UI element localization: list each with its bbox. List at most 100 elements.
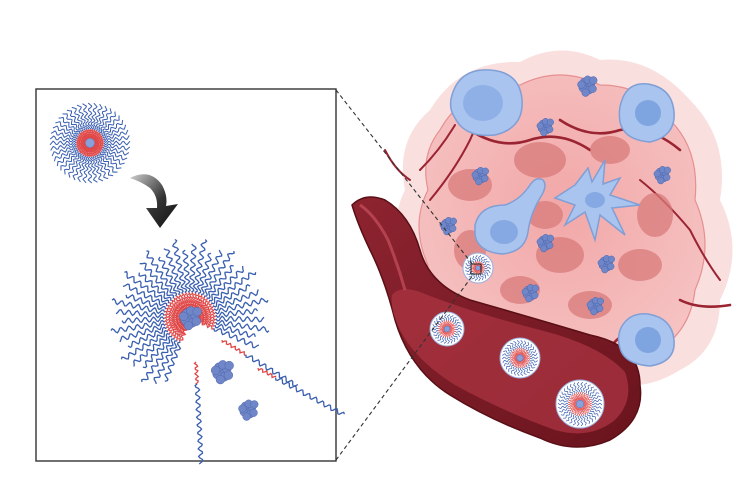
polymer-core-segment xyxy=(449,324,456,329)
polymer-core-segment xyxy=(575,392,580,401)
polymer-core-segment xyxy=(197,313,217,320)
polymer-core-segment xyxy=(449,326,457,330)
polymer-shell-segment xyxy=(526,365,533,372)
polymer-shell-segment xyxy=(215,315,265,323)
polymer-shell-segment xyxy=(192,239,208,293)
polymer-core-segment xyxy=(573,393,579,401)
polymer-shell-segment xyxy=(584,414,591,425)
polymer-shell-segment xyxy=(138,272,172,301)
tumor-cell xyxy=(590,136,630,164)
polymer-core-segment xyxy=(163,315,183,322)
polymer-core-segment xyxy=(180,292,190,311)
polymer-core-segment xyxy=(443,320,447,327)
polymer-core-segment xyxy=(581,407,587,415)
protein-aggregate xyxy=(577,75,598,97)
polymer-shell-segment xyxy=(591,402,603,406)
polymer-core-segment xyxy=(582,406,590,412)
polymer-shell-segment xyxy=(454,333,461,338)
polymer-core-segment xyxy=(571,406,577,413)
polymer-shell-segment xyxy=(212,284,251,308)
polymer-core-segment xyxy=(583,404,593,407)
polymer-core-segment xyxy=(583,400,592,405)
polymer-shell-segment xyxy=(215,319,270,333)
polymer-shell-segment xyxy=(103,140,131,146)
polymer-core-segment xyxy=(519,361,522,369)
tumor-tissue-panel xyxy=(351,50,733,448)
polymer-core-segment xyxy=(513,360,518,366)
polymer-shell-segment xyxy=(436,318,441,323)
polymer-core-segment xyxy=(568,399,577,403)
polymer-core-segment xyxy=(511,351,518,356)
polymer-core-segment xyxy=(437,328,445,332)
polymer-core-segment xyxy=(471,268,477,273)
polymer-shell-segment xyxy=(140,338,175,383)
polymer-shell-segment xyxy=(449,337,453,344)
capillary xyxy=(678,298,732,308)
polymer-shell-segment xyxy=(472,255,476,262)
polymer-shell-segment xyxy=(121,316,165,324)
polymer-shell-segment xyxy=(153,340,178,385)
polymer-core-segment xyxy=(475,260,479,266)
polymer-core-segment xyxy=(163,313,183,320)
polymer-shell-segment xyxy=(210,272,257,305)
polymer-shell-segment xyxy=(203,250,235,297)
polymer-shell-segment xyxy=(501,356,511,360)
capillary xyxy=(639,179,721,281)
polymer-shell-segment xyxy=(504,347,513,353)
polymer-core-segment xyxy=(177,293,189,312)
macrophage-cell xyxy=(449,69,523,137)
tumor-cell xyxy=(618,249,662,281)
polymer-shell-segment xyxy=(63,153,81,175)
polymer-shell-segment xyxy=(590,392,600,399)
protein-cargo xyxy=(443,325,451,333)
polymer-shell-segment xyxy=(111,298,166,315)
polymer-shell-segment xyxy=(483,271,489,277)
polymer-shell-segment xyxy=(56,149,79,167)
polymer-shell-segment xyxy=(591,399,602,403)
polymer-shell-segment xyxy=(529,359,538,363)
polymer-core-segment xyxy=(511,359,518,365)
polymer-shell-segment xyxy=(99,111,117,133)
polymer-core-segment xyxy=(471,265,476,268)
polymer-core-segment xyxy=(518,347,521,355)
polymer-shell-segment xyxy=(454,322,461,326)
polymer-shell-segment xyxy=(66,109,84,132)
polymer-shell-segment xyxy=(528,349,537,355)
polymer-shell-segment xyxy=(483,261,490,265)
polymer-shell-segment xyxy=(565,413,573,422)
protein-aggregate xyxy=(439,217,457,236)
polymer-shell-segment xyxy=(502,353,511,357)
tumor-cell xyxy=(637,193,673,237)
polymer-core-segment xyxy=(167,305,184,315)
polymer-core-segment xyxy=(170,299,185,313)
polymer-shell-segment xyxy=(585,384,591,394)
polymer-shell-segment xyxy=(569,414,575,424)
protein-aggregate xyxy=(238,399,259,421)
polymer-core-segment xyxy=(438,325,445,329)
polymer-core-segment xyxy=(473,262,477,267)
polymer-shell-segment xyxy=(102,146,130,156)
polymer-shell-segment xyxy=(524,366,530,374)
polymer-core-segment xyxy=(447,331,451,338)
polymer-shell-segment xyxy=(527,363,536,369)
polymer-core-segment xyxy=(447,320,451,327)
polymer-core-segment xyxy=(449,329,456,333)
polymer-core-segment xyxy=(576,407,580,416)
polymer-core-segment xyxy=(570,396,578,402)
polymer-core-segment xyxy=(583,405,592,409)
intact-micelle xyxy=(49,102,131,184)
polymer-shell-segment xyxy=(432,324,439,328)
polymer-core-segment xyxy=(522,360,529,365)
polymer-shell-segment xyxy=(139,262,175,299)
polymer-core-segment xyxy=(521,348,526,356)
protein-cargo xyxy=(85,138,95,148)
polymer-core-segment xyxy=(522,350,527,356)
capillary xyxy=(419,124,456,171)
polymer-shell-segment xyxy=(92,156,104,182)
polymer-shell-segment xyxy=(528,346,535,353)
polymer-core-segment xyxy=(583,406,591,411)
polymer-core-segment xyxy=(165,319,183,330)
polymer-shell-segment xyxy=(102,148,128,161)
polymer-shell-segment xyxy=(87,102,93,130)
polymer-core-segment xyxy=(569,397,577,402)
